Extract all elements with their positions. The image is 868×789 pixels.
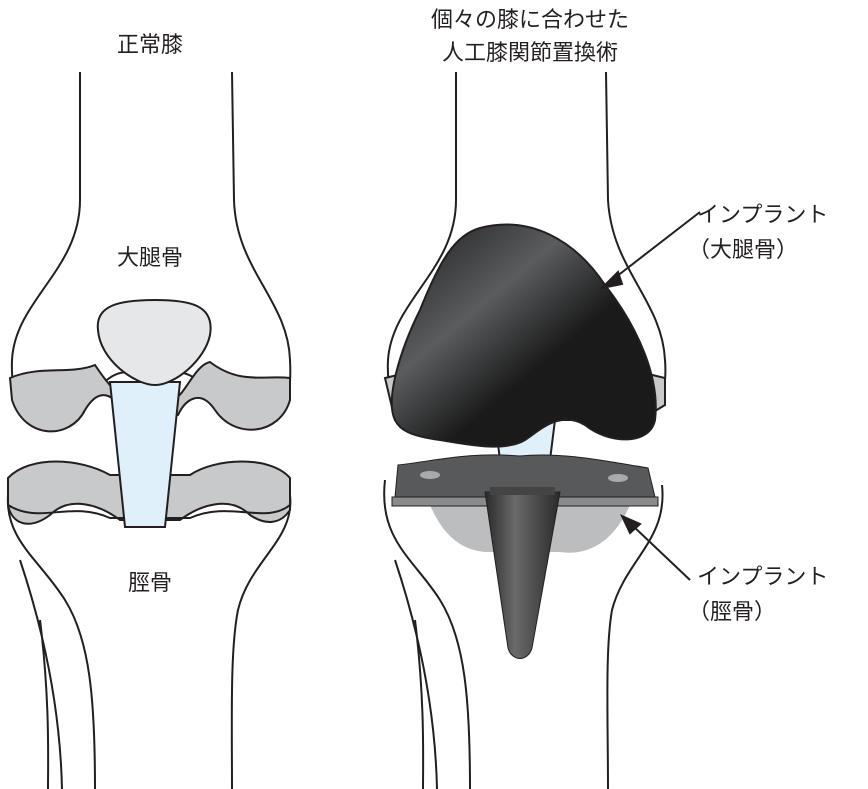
- arrow-tibia-implant: [631, 524, 691, 581]
- title-tka-line2: 人工膝関節置換術: [442, 41, 618, 66]
- arrowhead-femur: [598, 270, 624, 290]
- patella: [96, 298, 212, 387]
- label-femur: 大腿骨: [117, 246, 183, 271]
- tibial-implant: [391, 454, 659, 659]
- normal-knee: [6, 71, 292, 789]
- insert-hole-left: [420, 471, 440, 479]
- arrowhead-tibia: [619, 513, 642, 535]
- stem-cap: [490, 487, 555, 495]
- tibia-outline: [6, 494, 292, 789]
- label-implant-femur-1: インプラント: [697, 203, 828, 228]
- arrow-femur-implant: [611, 211, 701, 281]
- label-implant-tibia-1: インプラント: [697, 565, 828, 590]
- fibula-outline: [19, 559, 63, 789]
- fibula-outline-tka: [394, 559, 438, 789]
- insert-hole-right: [608, 474, 628, 482]
- title-tka-line1: 個々の膝に合わせた: [431, 8, 629, 33]
- tibia-outline-tka: [383, 479, 664, 789]
- annotation-arrows: [598, 211, 701, 581]
- tibial-stem: [484, 491, 561, 659]
- label-normal-knee: 正常膝: [117, 33, 183, 58]
- femoral-implant: [390, 223, 657, 448]
- label-implant-tibia-2: （脛骨）: [688, 600, 776, 625]
- label-implant-femur-2: （大腿骨）: [688, 238, 798, 263]
- tibial-insert: [394, 454, 656, 498]
- label-tibia: 脛骨: [128, 571, 172, 596]
